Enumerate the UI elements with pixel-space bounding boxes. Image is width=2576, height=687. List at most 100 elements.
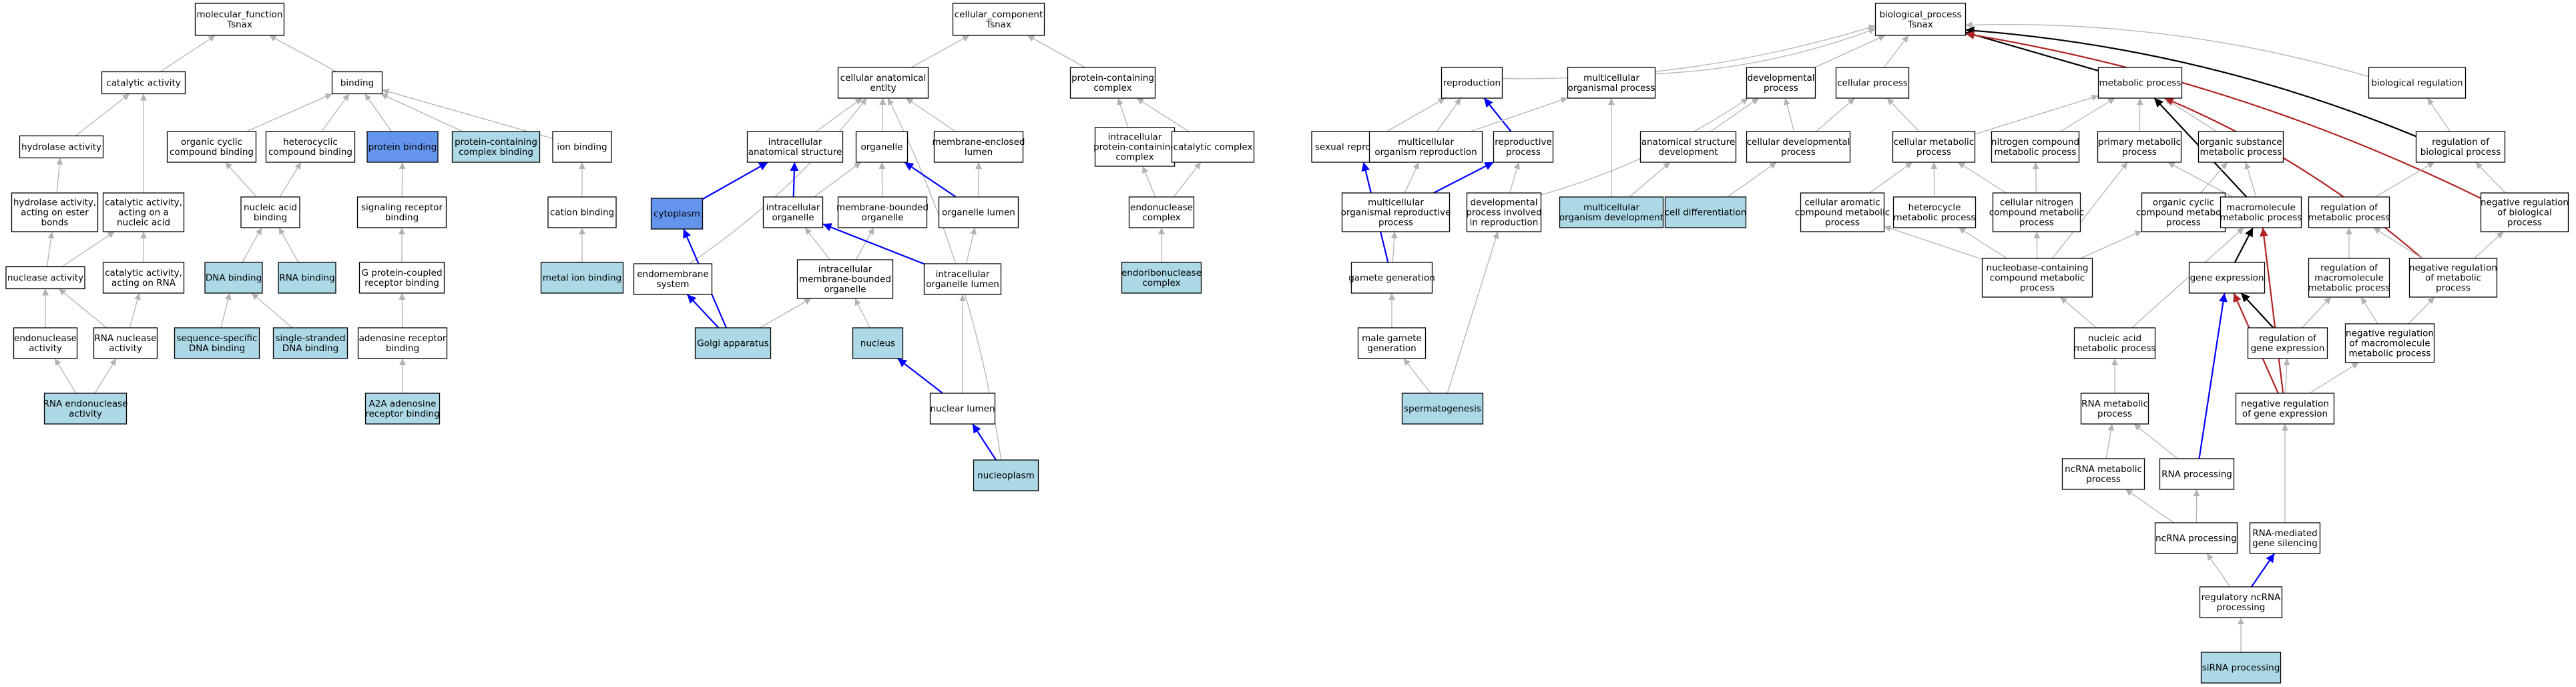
node-cytoplasm[interactable]: cytoplasm: [650, 198, 704, 230]
node-bioreg[interactable]: biological regulation: [2368, 67, 2467, 99]
node-nuclease[interactable]: nuclease activity: [5, 266, 85, 290]
node-cation[interactable]: cation binding: [547, 196, 617, 228]
node-label-line: biological_process: [1880, 9, 1962, 20]
node-nucleoplasm[interactable]: nucleoplasm: [973, 459, 1039, 491]
node-box: [2097, 67, 2183, 99]
node-box: [204, 262, 263, 294]
node-cellproc[interactable]: cellular process: [1835, 67, 1910, 99]
edge-golgi-to-icmembound: [759, 298, 812, 328]
node-protbind[interactable]: protein binding: [366, 131, 439, 163]
node-rnabind[interactable]: RNA binding: [278, 262, 336, 294]
node-binding[interactable]: binding: [331, 71, 383, 95]
node-ncrnaproc[interactable]: ncRNA processing: [2154, 522, 2238, 554]
node-label-line: anatomical structure: [748, 147, 842, 158]
node-celldiff[interactable]: cell differentiation: [1665, 196, 1747, 228]
node-rnaproc[interactable]: RNA processing: [2159, 458, 2235, 490]
node-metab[interactable]: metabolic process: [2097, 67, 2183, 99]
node-catcomplex[interactable]: catalytic complex: [1171, 131, 1255, 163]
node-orglumen[interactable]: organelle lumen: [938, 196, 1019, 228]
node-hydro[interactable]: hydrolase activity: [19, 135, 104, 159]
node-spermato[interactable]: spermatogenesis: [1401, 393, 1484, 425]
node-nucleus[interactable]: nucleus: [852, 327, 904, 359]
node-sirna[interactable]: siRNA processing: [2200, 652, 2282, 684]
node-metalion[interactable]: metal ion binding: [540, 262, 624, 294]
node-dnabind[interactable]: DNA binding: [204, 262, 263, 294]
node-geneexp[interactable]: gene expression: [2188, 262, 2266, 294]
node-box: [952, 3, 1045, 36]
node-golgi[interactable]: Golgi apparatus: [694, 327, 772, 359]
node-gamgen[interactable]: gamete generation: [1348, 262, 1435, 294]
node-organelle[interactable]: organelle: [855, 131, 909, 163]
node-box: [2200, 652, 2282, 684]
node-catact[interactable]: catalytic activity: [101, 71, 186, 95]
node-catrna[interactable]: catalytic activity,acting on RNA: [102, 262, 185, 294]
node-reprod[interactable]: reproduction: [1441, 67, 1503, 99]
node-ionbind[interactable]: ion binding: [552, 131, 612, 163]
node-nuclumen[interactable]: nuclear lumen: [929, 393, 996, 425]
